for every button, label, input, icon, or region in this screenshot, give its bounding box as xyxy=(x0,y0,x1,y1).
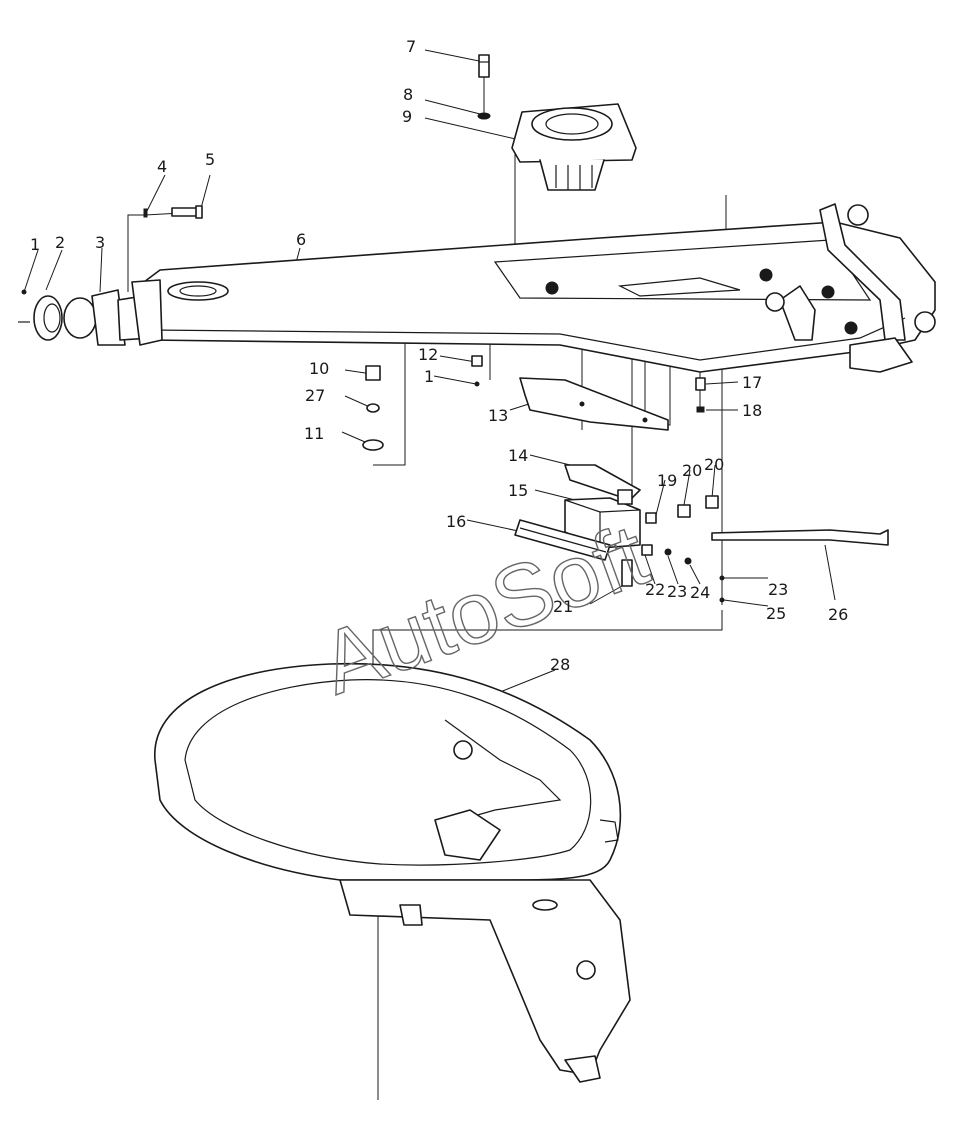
washer-11 xyxy=(362,439,384,451)
pin-1 xyxy=(474,381,480,387)
callout-16: 16 xyxy=(446,512,466,531)
callout-27: 27 xyxy=(305,386,325,405)
callout-23-mid: 23 xyxy=(667,582,687,601)
callout-20-left: 20 xyxy=(682,461,702,480)
callout-26: 26 xyxy=(828,605,848,624)
callout-22: 22 xyxy=(645,580,665,599)
callout-1-lower: 1 xyxy=(424,367,434,386)
gear-motor-9 xyxy=(511,103,637,191)
callout-9: 9 xyxy=(402,107,412,126)
watermark: AutoSoft xyxy=(308,504,659,712)
callout-24: 24 xyxy=(690,583,710,602)
seal-1 xyxy=(18,289,30,323)
callout-12: 12 xyxy=(418,345,438,364)
callout-17: 17 xyxy=(742,373,762,392)
callout-23-right: 23 xyxy=(768,580,788,599)
callout-4: 4 xyxy=(157,157,167,176)
guard-loop-28 xyxy=(154,662,631,1083)
pin-25 xyxy=(719,597,725,603)
callout-2: 2 xyxy=(55,233,65,252)
arm-16 xyxy=(514,519,611,561)
callout-19: 19 xyxy=(657,471,677,490)
callout-18: 18 xyxy=(742,401,762,420)
cap-2 xyxy=(33,295,63,341)
callout-10: 10 xyxy=(309,359,329,378)
nut-10 xyxy=(365,365,381,381)
callout-1: 1 xyxy=(30,235,40,254)
callout-5: 5 xyxy=(205,150,215,169)
callout-28: 28 xyxy=(550,655,570,674)
callout-6: 6 xyxy=(296,230,306,249)
callout-20-right: 20 xyxy=(704,455,724,474)
callout-14: 14 xyxy=(508,446,528,465)
callout-25: 25 xyxy=(766,604,786,623)
nut-12 xyxy=(471,355,483,367)
callout-3: 3 xyxy=(95,233,105,252)
callout-7: 7 xyxy=(406,37,416,56)
callouts: 1 2 3 4 5 6 7 8 9 10 12 1 27 13 11 17 18… xyxy=(30,37,848,674)
washer-27 xyxy=(366,403,380,413)
bolt-4-5 xyxy=(143,205,203,219)
callout-13: 13 xyxy=(488,406,508,425)
lever-26 xyxy=(711,529,889,546)
callout-11: 11 xyxy=(304,424,324,443)
callout-15: 15 xyxy=(508,481,528,500)
washer-18 xyxy=(696,406,705,413)
callout-21: 21 xyxy=(553,597,573,616)
washer-8 xyxy=(477,112,491,120)
washer-23 xyxy=(719,575,725,581)
bolt-7 xyxy=(478,54,490,78)
bearing-housing-3 xyxy=(63,279,163,346)
callout-8: 8 xyxy=(403,85,413,104)
hardware-19-24 xyxy=(621,495,719,587)
lift-frame-6 xyxy=(139,203,936,373)
bolt-17 xyxy=(695,377,706,391)
bracket-13 xyxy=(519,377,669,431)
